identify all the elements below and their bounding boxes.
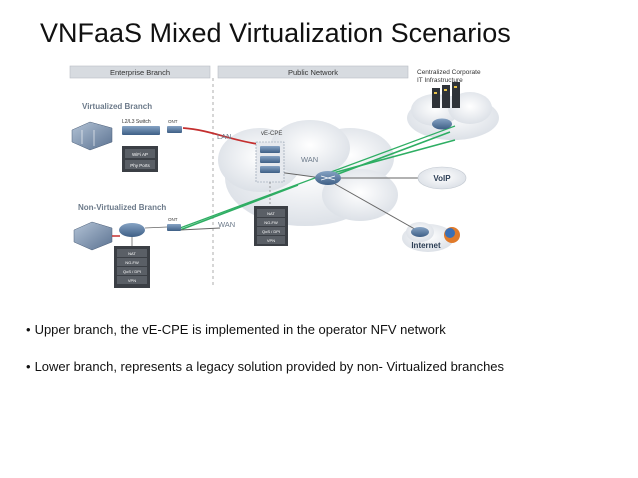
voip-node: VoIP <box>417 166 467 190</box>
internet-node: Internet <box>411 227 460 250</box>
virtualized-branch-building <box>71 121 113 151</box>
lower-router-icon <box>112 223 145 237</box>
phy-ports-label: Phy Ports <box>130 163 150 168</box>
upper-branch-red-link <box>182 127 259 145</box>
l2l3-switch-icon: L2/L3 Switch <box>122 119 160 135</box>
upper-ont-label: ONT <box>168 119 178 124</box>
lower-box-item: NG-FW <box>125 260 139 265</box>
corporate-servers-icon <box>432 82 460 108</box>
lower-router-ont-link <box>144 226 168 229</box>
upper-branch-function-box: WiFi AP Phy Ports <box>122 146 158 172</box>
vecpe-stack <box>255 141 285 183</box>
lower-ont-label: ONT <box>168 217 178 222</box>
wan-upper-label: WAN <box>301 155 318 164</box>
upper-ont-icon: ONT <box>167 119 182 133</box>
vecpe-box-item: VPN <box>267 238 275 243</box>
wifi-ap-label: WiFi AP <box>132 152 148 157</box>
bullet-text: Upper branch, the vE-CPE is implemented … <box>34 322 446 337</box>
network-diagram: Enterprise Branch Public Network <box>69 65 499 288</box>
bullet-list: •Upper branch, the vE-CPE is implemented… <box>26 322 504 374</box>
corporate-cloud <box>407 92 499 140</box>
vecpe-box-item: NAT <box>267 211 275 216</box>
public-network-cloud <box>218 120 398 226</box>
corporate-label-line1: Centralized Corporate <box>417 69 481 76</box>
lower-branch-wan-link <box>179 227 221 231</box>
vecpe-to-router-link <box>277 171 323 179</box>
lower-box-item: VPN <box>128 278 136 283</box>
lower-box-item: QoS / DPI <box>123 269 141 274</box>
bullet-item: •Lower branch, represents a legacy solut… <box>26 359 504 374</box>
non-virtualized-branch-title: Non-Virtualized Branch <box>78 203 166 212</box>
bullet-text: Lower branch, represents a legacy soluti… <box>34 359 505 374</box>
enterprise-branch-header: Enterprise Branch <box>69 65 211 79</box>
green-link-to-corporate-2 <box>321 139 456 177</box>
bullet-dot: • <box>26 359 31 374</box>
vecpe-box-item: QoS / DPI <box>262 229 280 234</box>
corporate-router-icon <box>432 118 452 130</box>
vecpe-label: vE-CPE <box>261 131 282 137</box>
virtualized-branch-title: Virtualized Branch <box>82 102 152 111</box>
lower-ont-icon: ONT <box>167 217 181 231</box>
slide-title: VNFaaS Mixed Virtualization Scenarios <box>40 18 511 48</box>
router-to-internet-link <box>334 183 421 233</box>
green-link-to-corporate-1 <box>321 131 451 181</box>
non-virtualized-branch-building <box>73 221 113 251</box>
lan-label: LAN <box>217 132 232 141</box>
bullet-item: •Upper branch, the vE-CPE is implemented… <box>26 322 504 337</box>
lower-branch-green-link <box>179 184 299 231</box>
internet-label: Internet <box>411 241 441 250</box>
l2l3-switch-label: L2/L3 Switch <box>122 119 151 125</box>
wan-router-icon <box>315 171 341 185</box>
vecpe-box-item: NG-FW <box>264 220 278 225</box>
corporate-label-line2: IT Infrastructure <box>417 77 463 84</box>
wan-lower-label: WAN <box>218 220 235 229</box>
public-network-label: Public Network <box>288 68 338 77</box>
vecpe-function-box: NAT NG-FW QoS / DPI VPN <box>254 206 288 246</box>
public-network-header: Public Network <box>217 65 409 79</box>
enterprise-branch-label: Enterprise Branch <box>110 68 170 77</box>
lower-branch-function-box: NAT NG-FW QoS / DPI VPN <box>114 246 150 288</box>
bullet-dot: • <box>26 322 31 337</box>
lower-box-item: NAT <box>128 251 136 256</box>
voip-label: VoIP <box>433 174 451 183</box>
